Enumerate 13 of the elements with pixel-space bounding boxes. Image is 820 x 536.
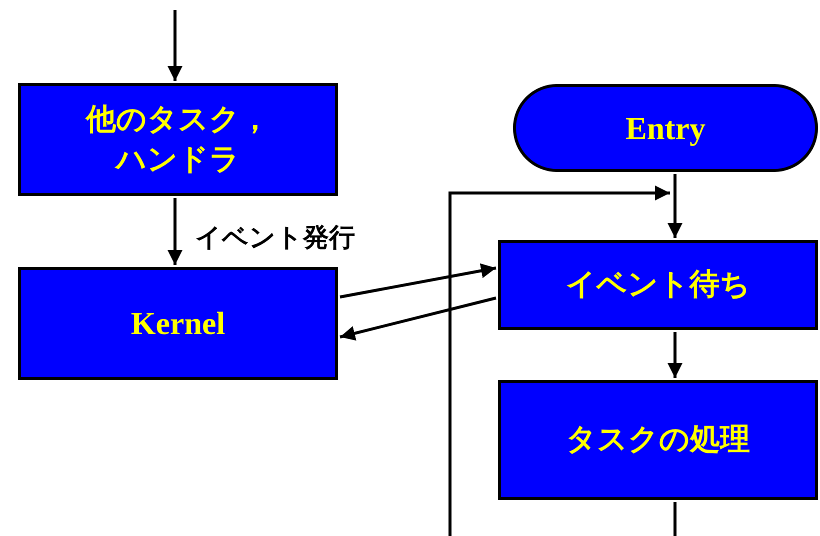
arrow bbox=[168, 10, 182, 81]
arrow bbox=[668, 174, 682, 238]
arrow bbox=[448, 186, 670, 536]
process-box: Kernel bbox=[18, 267, 338, 380]
terminal-box: Entry bbox=[513, 84, 818, 172]
arrow bbox=[340, 296, 496, 341]
arrow bbox=[168, 198, 182, 265]
arrow bbox=[340, 263, 496, 298]
connector-line bbox=[674, 502, 676, 536]
process-box: 他のタスク，ハンドラ bbox=[18, 83, 338, 196]
process-box: タスクの処理 bbox=[498, 380, 818, 500]
process-box: イベント待ち bbox=[498, 240, 818, 330]
arrow bbox=[668, 332, 682, 378]
